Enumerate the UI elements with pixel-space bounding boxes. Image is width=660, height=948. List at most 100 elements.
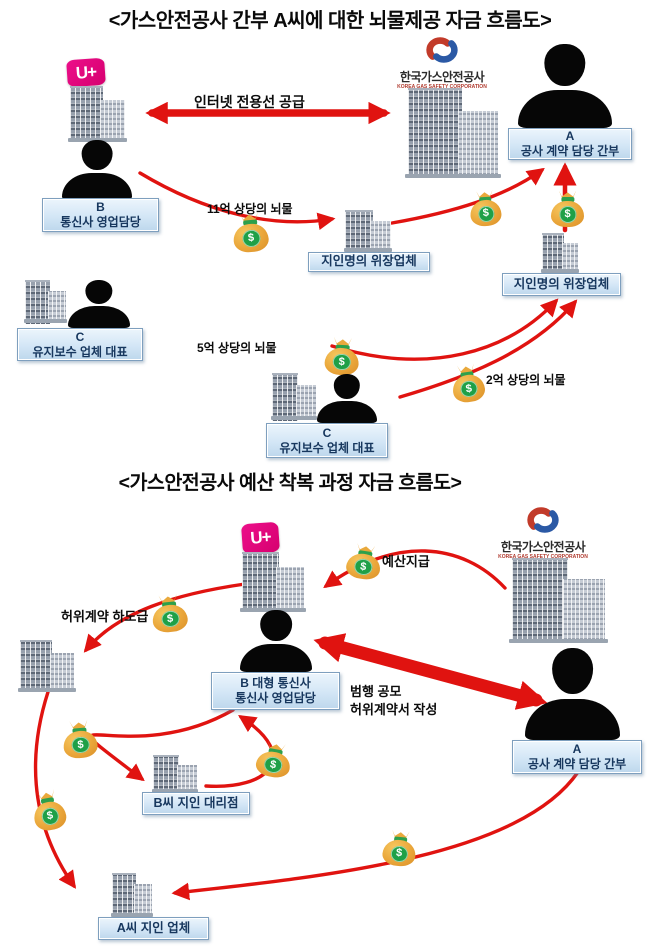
person-b	[62, 140, 132, 200]
person-head	[81, 140, 113, 170]
building-side-tower	[276, 567, 304, 611]
dollar-sign: $	[359, 560, 368, 573]
dollar-sign: $	[76, 738, 85, 751]
label-person-c1: C 유지보수 업체 대표	[17, 328, 143, 361]
money-bag-icon: $	[381, 829, 417, 868]
label-line: 유지보수 업체 대표	[279, 440, 375, 455]
kgs-logo-icon	[426, 37, 458, 63]
building-main-tower	[345, 210, 373, 253]
label-person-b2: B 대형 통신사 통신사 영업담당	[211, 672, 340, 710]
dollar-sign: $	[247, 231, 255, 245]
money-bag-icon: $	[344, 542, 384, 582]
internet-line-label: 인터넷 전용선 공급	[194, 94, 305, 110]
conspiracy-line2: 허위계약서 작성	[350, 701, 438, 717]
label-line: B씨 지인 대리점	[153, 795, 239, 810]
kgs-building-2	[509, 558, 608, 643]
label-person-b: B 통신사 영업담당	[42, 198, 159, 232]
arrow-left-to-a-company	[33, 690, 77, 889]
lgu-logo: U+	[66, 57, 106, 88]
lgu-logo-text: U+	[249, 527, 272, 548]
person-a2	[525, 648, 620, 740]
building-base	[540, 269, 580, 273]
arrow-lgu-to-left-building	[83, 582, 247, 653]
person-c2	[317, 374, 377, 423]
label-line: A씨 지인 업체	[116, 920, 191, 935]
money-bag-icon: $	[551, 190, 584, 227]
kgs-logo-icon	[527, 507, 559, 533]
person-head	[551, 648, 594, 694]
building-base	[343, 248, 393, 252]
person-torso	[518, 90, 612, 128]
building-main-tower	[408, 88, 462, 178]
label-a-friend-company: A씨 지인 업체	[98, 917, 209, 940]
label-line: 유지보수 업체 대표	[32, 344, 128, 359]
arrow-c1-to-shell2	[330, 298, 559, 361]
building-main-tower	[112, 873, 136, 918]
person-a	[518, 44, 612, 128]
section1-title: <가스안전공사 간부 A씨에 대한 뇌물제공 자금 흐름도>	[108, 10, 552, 32]
kgs-subtitle: KOREA GAS SAFETY CORPORATION	[397, 84, 487, 91]
building-side-tower	[47, 290, 66, 322]
dollar-sign: $	[166, 612, 174, 625]
building-side-tower	[134, 884, 152, 916]
dollar-sign: $	[564, 207, 571, 220]
a-friend-company-building	[110, 873, 154, 918]
person-c1	[68, 280, 130, 328]
arrow-b-to-shell1	[138, 171, 336, 231]
building-main-tower	[153, 755, 180, 794]
bribe-2-label: 2억 상당의 뇌물	[486, 373, 566, 387]
money-bag-icon: $	[324, 336, 360, 376]
dollar-sign: $	[482, 207, 490, 220]
building-base	[405, 174, 501, 178]
label-line: B 대형 통신사	[240, 676, 311, 690]
bribe-11-label: 11억 상당의 뇌물	[207, 202, 293, 216]
shell-company-1-building	[343, 210, 393, 253]
building-main-tower	[242, 552, 280, 613]
label-b-friend-agency: B씨 지인 대리점	[142, 792, 250, 815]
person-head	[544, 44, 586, 86]
person-torso	[68, 306, 130, 328]
lgu-logo-2: U+	[240, 521, 281, 555]
label-line: A	[565, 129, 575, 143]
kgs-building	[405, 88, 501, 178]
label-line: C	[75, 329, 85, 344]
building-base	[110, 913, 154, 917]
arrow-c2-to-shell2	[398, 299, 578, 399]
building-main-tower	[70, 86, 103, 143]
label-line: 공사 계약 담당 간부	[520, 144, 620, 158]
money-bag-icon: $	[150, 592, 189, 634]
money-bag-icon: $	[231, 211, 270, 254]
building-side-tower	[177, 764, 197, 792]
label-line: A	[572, 742, 582, 756]
label-shell-company-2: 지인명의 위장업체	[502, 273, 621, 296]
label-person-a2: A 공사 계약 담당 간부	[512, 740, 642, 774]
building-base	[509, 639, 608, 643]
money-bag-icon: $	[254, 739, 294, 780]
label-line: C	[322, 425, 332, 440]
shell-company-2-building	[540, 233, 580, 274]
label-line: 지인명의 위장업체	[513, 276, 610, 291]
building-side-tower	[296, 384, 316, 419]
kgs-subtitle: KOREA GAS SAFETY CORPORATION	[498, 554, 588, 561]
kgs-logo-block-2: 한국가스안전공사 KOREA GAS SAFETY CORPORATION	[490, 504, 596, 560]
building-base	[151, 789, 199, 793]
money-bag-icon: $	[469, 189, 503, 228]
arrow-conspiracy-double	[313, 633, 548, 710]
building-main-tower	[20, 640, 53, 693]
building-base	[270, 416, 318, 420]
lgu-building-2	[240, 552, 306, 613]
person-torso	[317, 400, 377, 423]
lgu-building	[68, 86, 127, 143]
arrow-a2-to-a-company	[171, 770, 580, 901]
person-b2	[240, 610, 312, 672]
person-head	[333, 374, 361, 399]
arrow-b2-to-agency	[89, 708, 235, 782]
building-side-tower	[457, 110, 498, 176]
label-line: 통신사 영업담당	[235, 691, 316, 705]
b-friend-agency-building	[151, 755, 199, 794]
dollar-sign: $	[395, 847, 403, 860]
money-bag-icon: $	[450, 362, 487, 405]
left-building	[18, 640, 76, 693]
building-main-tower	[512, 558, 568, 643]
money-bag-icon: $	[30, 788, 69, 833]
